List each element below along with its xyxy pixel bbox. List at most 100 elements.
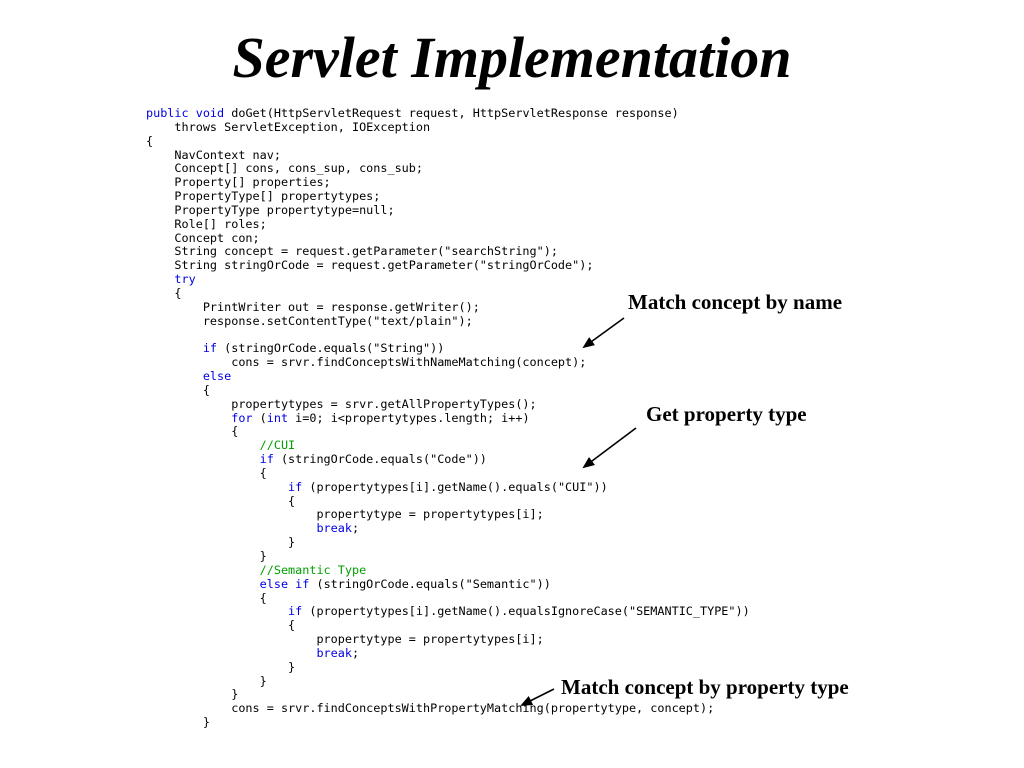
code-line: } (146, 535, 750, 550)
code-text: Role[] roles; (146, 216, 267, 231)
code-text: String concept = request.getParameter("s… (146, 244, 558, 259)
code-text: throws ServletException, IOException (146, 119, 431, 134)
code-keyword: if (146, 604, 303, 619)
code-keyword: if (146, 341, 218, 356)
code-line: else if (stringOrCode.equals("Semantic")… (146, 576, 750, 592)
code-line: break; (146, 521, 750, 536)
code-line: PropertyType[] propertytypes; (146, 189, 750, 204)
code-line: propertytype = propertytypes[i]; (146, 632, 750, 647)
annotation-match-by-name: Match concept by name (628, 290, 843, 314)
code-line: } (146, 659, 750, 675)
code-text: cons = srvr.findConceptsWithPropertyMatc… (146, 701, 715, 716)
code-keyword: int (266, 410, 289, 425)
code-keyword: break (146, 521, 352, 536)
code-text: doGet(HttpServletRequest request, HttpSe… (224, 106, 679, 120)
code-text: i=0; i<propertytypes.length; i++) (288, 410, 530, 425)
annotation-get-property-type: Get property type (646, 402, 807, 426)
code-text: Property[] properties; (146, 175, 331, 190)
code-text: } (146, 535, 296, 550)
code-line (146, 329, 750, 343)
code-text: } (146, 549, 267, 563)
code-line: //Semantic Type (146, 562, 750, 578)
code-line: try (146, 272, 750, 287)
code-line: propertytypes = srvr.getAllPropertyTypes… (146, 396, 750, 412)
code-line: break; (146, 645, 750, 661)
code-line: //CUI (146, 438, 750, 453)
code-keyword: else if (146, 576, 310, 591)
code-comment: //Semantic Type (146, 562, 367, 577)
code-text: (stringOrCode.equals("String")) (217, 341, 445, 356)
code-text: } (146, 673, 267, 688)
code-text: (stringOrCode.equals("Semantic")) (309, 576, 551, 591)
code-line: { (146, 591, 750, 606)
code-text: } (146, 687, 239, 702)
code-line: { (146, 618, 750, 633)
code-text: { (146, 424, 239, 439)
code-line: Role[] roles; (146, 216, 750, 232)
code-line: for (int i=0; i<propertytypes.length; i+… (146, 410, 750, 426)
code-line: String stringOrCode = request.getParamet… (146, 258, 750, 273)
code-line: String concept = request.getParameter("s… (146, 245, 750, 259)
code-line: } (146, 673, 750, 689)
code-keyword: if (146, 479, 303, 494)
code-line: { (146, 424, 750, 439)
code-keyword: break (146, 645, 352, 660)
code-line: cons = srvr.findConceptsWithPropertyMatc… (146, 701, 750, 716)
code-comment: //CUI (146, 438, 296, 453)
code-line: Concept[] cons, cons_sup, cons_sub; (146, 161, 750, 176)
code-line: } (146, 549, 750, 564)
code-text: response.setContentType("text/plain"); (146, 313, 473, 328)
code-keyword: for (146, 410, 253, 425)
code-text: ; (351, 521, 360, 536)
code-line: else (146, 369, 750, 384)
code-text: { (146, 285, 182, 300)
code-text: { (146, 618, 296, 633)
code-line: } (146, 688, 750, 702)
code-text: { (146, 382, 210, 397)
code-text: propertytype = propertytypes[i]; (146, 507, 544, 522)
code-text: NavContext nav; (146, 147, 281, 162)
code-text: String stringOrCode = request.getParamet… (146, 258, 594, 273)
code-line: } (146, 715, 750, 730)
code-keyword: try (146, 272, 196, 287)
code-line: { (146, 285, 750, 301)
code-keyword: if (146, 452, 274, 467)
annotation-match-by-property-type: Match concept by property type (561, 675, 849, 699)
code-line: if (propertytypes[i].getName().equalsIgn… (146, 604, 750, 619)
code-line: PrintWriter out = response.getWriter(); (146, 299, 750, 315)
code-keyword: public void (146, 106, 225, 120)
code-text: { (146, 133, 154, 148)
code-text: ( (252, 410, 267, 425)
code-text: PropertyType propertytype=null; (146, 202, 395, 217)
code-text: { (146, 465, 267, 480)
code-line: if (stringOrCode.equals("Code")) (146, 452, 750, 467)
code-line: NavContext nav; (146, 147, 750, 163)
code-listing: public void doGet(HttpServletRequest req… (146, 106, 750, 730)
code-text: Concept[] cons, cons_sup, cons_sub; (146, 161, 423, 176)
code-text: (stringOrCode.equals("Code")) (273, 452, 487, 467)
code-line: response.setContentType("text/plain"); (146, 313, 750, 329)
code-text: (propertytypes[i].getName().equals("CUI"… (302, 479, 608, 494)
code-text: PrintWriter out = response.getWriter(); (146, 299, 480, 314)
code-keyword: else (146, 369, 232, 384)
code-text: (propertytypes[i].getName().equalsIgnore… (302, 604, 750, 619)
code-text: propertytypes = srvr.getAllPropertyTypes… (146, 396, 537, 411)
code-text: cons = srvr.findConceptsWithNameMatching… (146, 355, 587, 370)
code-text: propertytype = propertytypes[i]; (146, 632, 544, 647)
code-line: public void doGet(HttpServletRequest req… (146, 106, 750, 121)
code-line: { (146, 493, 750, 509)
code-text: PropertyType[] propertytypes; (146, 189, 381, 204)
code-line: if (stringOrCode.equals("String")) (146, 341, 750, 356)
code-text: } (146, 659, 296, 674)
code-line: Concept con; (146, 230, 750, 246)
code-text: Concept con; (146, 230, 260, 245)
code-line: propertytype = propertytypes[i]; (146, 508, 750, 522)
code-line: { (146, 133, 750, 149)
code-line: { (146, 382, 750, 398)
code-line: throws ServletException, IOException (146, 119, 750, 135)
code-line: PropertyType propertytype=null; (146, 202, 750, 218)
code-line: if (propertytypes[i].getName().equals("C… (146, 479, 750, 495)
code-line: cons = srvr.findConceptsWithNameMatching… (146, 355, 750, 370)
code-text: { (146, 493, 296, 508)
slide-title: Servlet Implementation (232, 25, 792, 90)
